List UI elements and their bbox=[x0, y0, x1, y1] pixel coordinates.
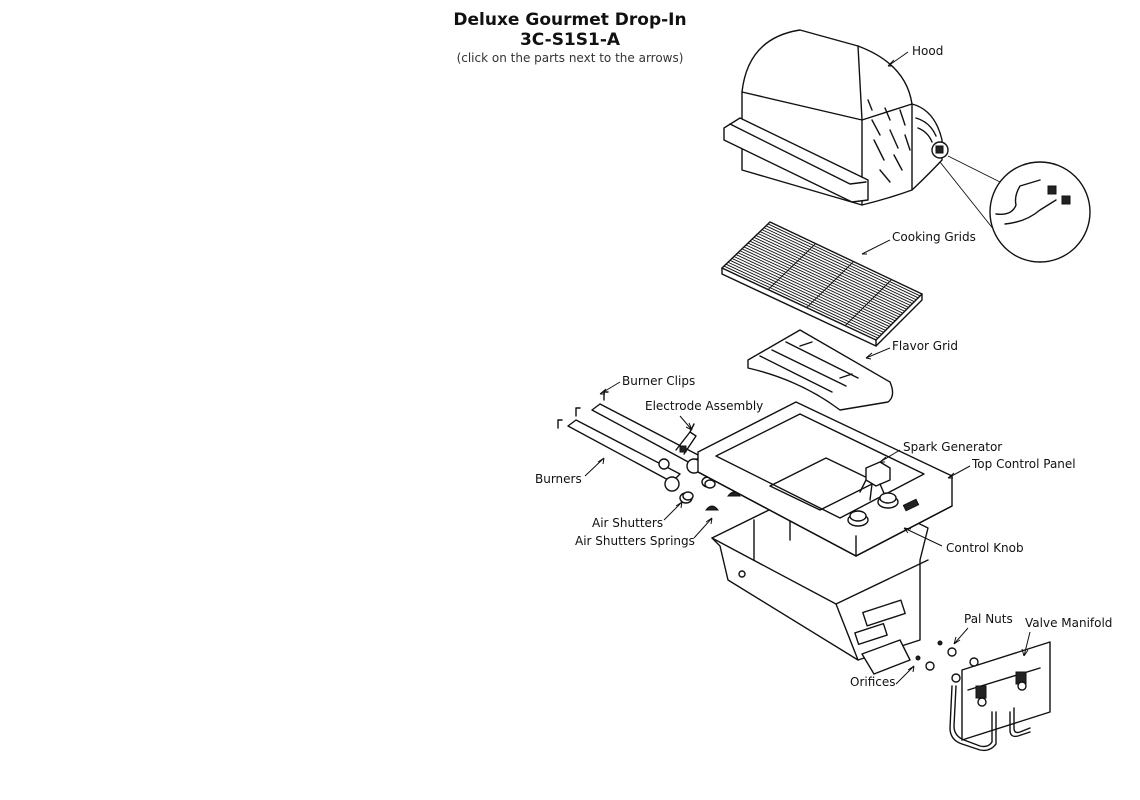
electrode-assembly-drawing bbox=[675, 423, 697, 455]
hood-drawing bbox=[723, 29, 949, 206]
control-knob-drawing bbox=[849, 492, 897, 522]
cooking-grids-drawing bbox=[721, 221, 923, 347]
part-link-control-knob[interactable]: Control Knob bbox=[946, 541, 1024, 555]
page-title: Deluxe Gourmet Drop-In bbox=[453, 10, 687, 30]
model-number: 3C-S1S1-A bbox=[519, 30, 621, 50]
leader-lines bbox=[584, 51, 1031, 685]
part-link-burners[interactable]: Burners bbox=[535, 472, 582, 486]
part-link-pal-nuts[interactable]: Pal Nuts bbox=[964, 612, 1013, 626]
part-link-valve-manifold[interactable]: Valve Manifold bbox=[1025, 616, 1113, 630]
burners-drawing bbox=[567, 403, 715, 504]
part-link-spark-generator[interactable]: Spark Generator bbox=[903, 440, 1003, 454]
part-link-top-control-panel[interactable]: Top Control Panel bbox=[972, 457, 1076, 471]
top-control-panel-drawing bbox=[697, 401, 953, 557]
part-link-air-shutters[interactable]: Air Shutters bbox=[592, 516, 664, 530]
valve-manifold-drawing bbox=[949, 641, 1051, 752]
pal-nuts-orifices-drawing bbox=[915, 640, 957, 671]
part-link-hood[interactable]: Hood bbox=[912, 44, 944, 58]
part-link-air-shutters-springs[interactable]: Air Shutters Springs bbox=[575, 534, 695, 548]
hinge-detail-drawing bbox=[939, 155, 1091, 263]
instruction-text: (click on the parts next to the arrows) bbox=[456, 51, 684, 65]
spark-generator-drawing bbox=[859, 461, 891, 501]
part-link-electrode-assembly[interactable]: Electrode Assembly bbox=[645, 399, 764, 413]
part-link-orifices[interactable]: Orifices bbox=[850, 675, 896, 689]
title-block: Deluxe Gourmet Drop-In 3C-S1S1-A (click … bbox=[420, 10, 720, 66]
part-link-cooking-grids[interactable]: Cooking Grids bbox=[892, 230, 976, 244]
part-link-flavor-grid[interactable]: Flavor Grid bbox=[892, 339, 958, 353]
part-link-burner-clips[interactable]: Burner Clips bbox=[622, 374, 696, 388]
flavor-grid-drawing bbox=[747, 329, 894, 411]
